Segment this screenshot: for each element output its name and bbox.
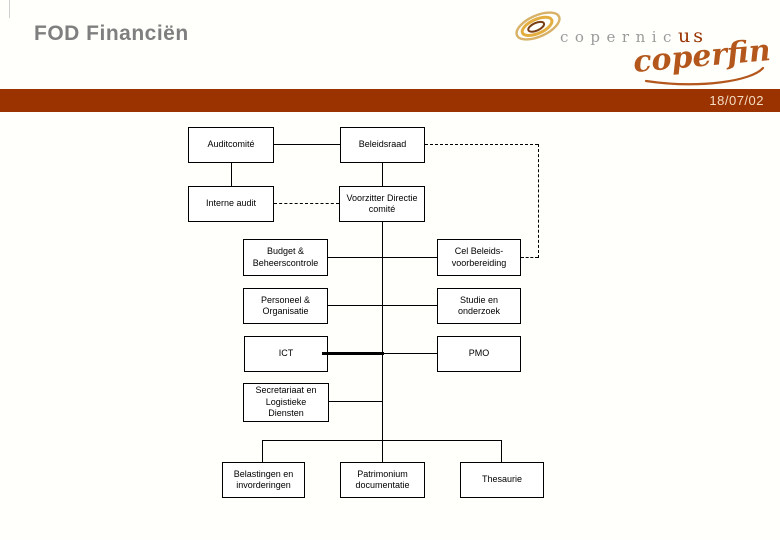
node-label: Auditcomité — [207, 139, 255, 150]
connector-ict-spine-thick — [322, 352, 384, 355]
org-node-auditcomite: Auditcomité — [188, 127, 274, 163]
copernicus-coperfin-logo: copernicus coperfin — [500, 3, 778, 87]
node-label: Budget & — [266, 246, 305, 256]
org-node-cel-beleidsvoorbereiding: Cel Beleids- voorbereiding — [437, 239, 521, 276]
connector-budget-cel — [328, 257, 437, 258]
node-label: documentatie — [355, 480, 410, 490]
drop-belastingen — [262, 440, 263, 462]
node-label: onderzoek — [457, 306, 501, 316]
org-node-pmo: PMO — [437, 336, 521, 372]
connector-dashed-into-cel — [521, 257, 538, 258]
logo-wordmark: copernicus — [560, 25, 706, 47]
galaxy-swirl-icon — [515, 11, 561, 41]
node-label: ICT — [278, 348, 294, 359]
connector-dashed-beleidsraad-right — [425, 144, 538, 145]
node-label: Thesaurie — [481, 474, 523, 485]
connector-personeel-studie — [328, 305, 437, 306]
logo-word-us: us — [677, 25, 706, 47]
date-text: 18/07/02 — [709, 93, 764, 108]
node-label: Belastingen en — [233, 468, 294, 479]
node-label: Secretariaat en — [255, 385, 317, 396]
left-margin-tick — [9, 0, 10, 18]
node-label: invorderingen — [236, 480, 291, 490]
node-label: PMO — [468, 348, 490, 359]
org-node-studie-onderzoek: Studie en onderzoek — [437, 288, 521, 324]
node-label: Voorzitter Directie — [346, 192, 418, 203]
distribution-line — [262, 440, 502, 441]
org-node-budget-beheerscontrole: Budget & Beheerscontrole — [243, 239, 328, 276]
org-node-voorzitter-directiecomite: Voorzitter Directie comité — [339, 186, 425, 222]
connector-spine-pmo — [384, 353, 437, 354]
node-label: Beheerscontrole — [252, 257, 319, 268]
node-label: voorbereiding — [451, 257, 507, 268]
node-label: comité — [368, 204, 396, 214]
node-label: Interne audit — [205, 198, 257, 209]
connector-beleidsraad-voorzitter — [382, 163, 383, 186]
logo-word-copernic: copernic — [560, 28, 678, 46]
node-label: Studie en — [459, 294, 499, 305]
drop-thesaurie — [501, 440, 502, 462]
connector-secretariaat-spine — [329, 401, 383, 402]
date-bar: 18/07/02 — [0, 89, 780, 112]
org-node-secretariaat-logistiek: Secretariaat en Logistieke Diensten — [243, 383, 329, 422]
logo-swash-stroke — [644, 66, 765, 86]
connector-dashed-down — [538, 144, 539, 258]
node-label: Organisatie — [262, 306, 309, 316]
connector-audit-interne — [231, 163, 232, 186]
org-node-personeel-organisatie: Personeel & Organisatie — [243, 288, 328, 324]
node-label: Cel Beleids- — [454, 246, 504, 256]
org-node-patrimonium-documentatie: Patrimonium documentatie — [340, 462, 425, 498]
node-label: Logistieke — [265, 396, 307, 407]
org-node-belastingen-invorderingen: Belastingen en invorderingen — [222, 462, 305, 498]
connector-dashed-interne-voorzitter — [274, 203, 339, 204]
node-label: Personeel & — [260, 294, 311, 305]
page-title: FOD Financiën — [34, 22, 189, 45]
node-label: Diensten — [268, 408, 304, 419]
central-spine — [382, 222, 383, 462]
connector-audit-beleidsraad — [274, 144, 340, 145]
node-label: Beleidsraad — [358, 139, 407, 150]
org-node-interne-audit: Interne audit — [188, 186, 274, 222]
org-node-thesaurie: Thesaurie — [460, 462, 544, 498]
node-label: Patrimonium — [357, 468, 408, 479]
org-node-beleidsraad: Beleidsraad — [340, 127, 425, 163]
org-node-ict: ICT — [244, 336, 328, 372]
